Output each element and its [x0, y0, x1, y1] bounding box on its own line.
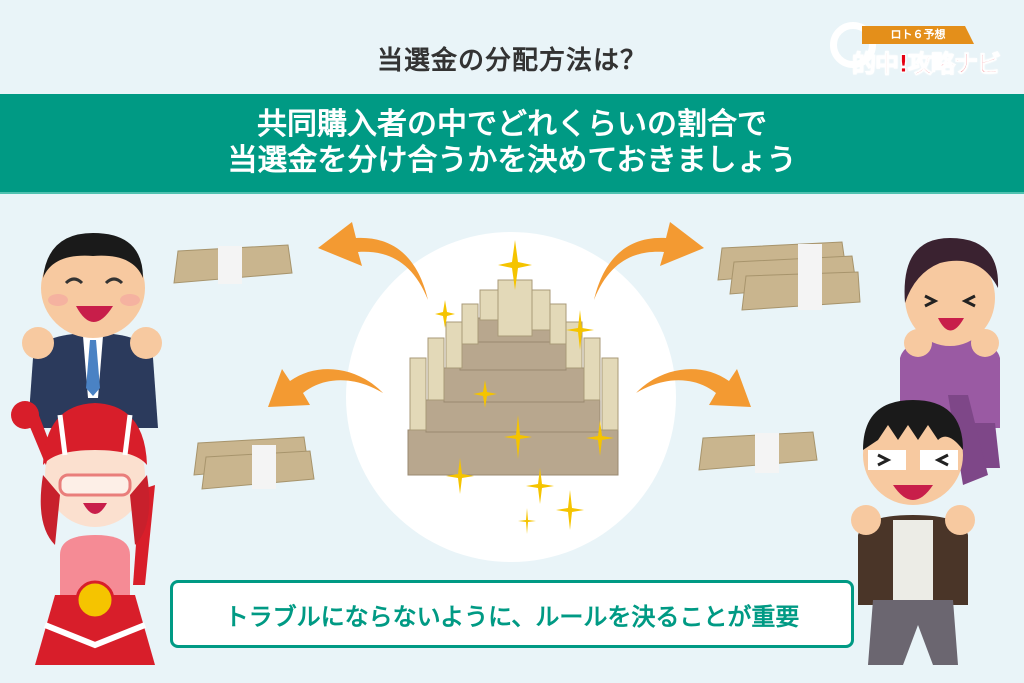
money-pyramid-icon	[407, 240, 619, 534]
loto6-mascot-girl-icon	[11, 401, 155, 665]
banner-line-1: 共同購入者の中でどれくらいの割合で	[257, 107, 767, 142]
callout-box: トラブルにならないように、ルールを決ることが重要	[170, 580, 854, 648]
arrow-down-left-icon	[268, 369, 383, 407]
logo-tag: ロト６予想	[862, 26, 974, 44]
money-bundle-icon	[173, 244, 293, 284]
callout-text: トラブルにならないように、ルールを決ることが重要	[224, 602, 800, 631]
businessman-cheering-icon	[22, 233, 162, 428]
banner-line-2: 当選金を分け合うかを決めておきましょう	[227, 143, 797, 178]
money-bundle-stack-icon	[193, 436, 315, 490]
arrow-up-left-icon	[318, 222, 428, 300]
arrow-down-right-icon	[636, 369, 751, 407]
page-title: 当選金の分配方法は？	[376, 46, 647, 76]
logo-swirl-icon	[830, 22, 876, 68]
man-with-glasses-cheering-icon	[851, 395, 988, 665]
logo-name: 的中!攻略ナビ	[852, 50, 1002, 79]
headline-banner: 共同購入者の中でどれくらいの割合で 当選金を分け合うかを決めておきましょう	[0, 94, 1024, 194]
arrow-up-right-icon	[594, 222, 704, 300]
money-bundle-stack-icon	[717, 241, 861, 311]
money-bundle-icon	[698, 431, 818, 473]
site-logo[interactable]: ロト６予想 的中!攻略ナビ	[830, 20, 1010, 80]
